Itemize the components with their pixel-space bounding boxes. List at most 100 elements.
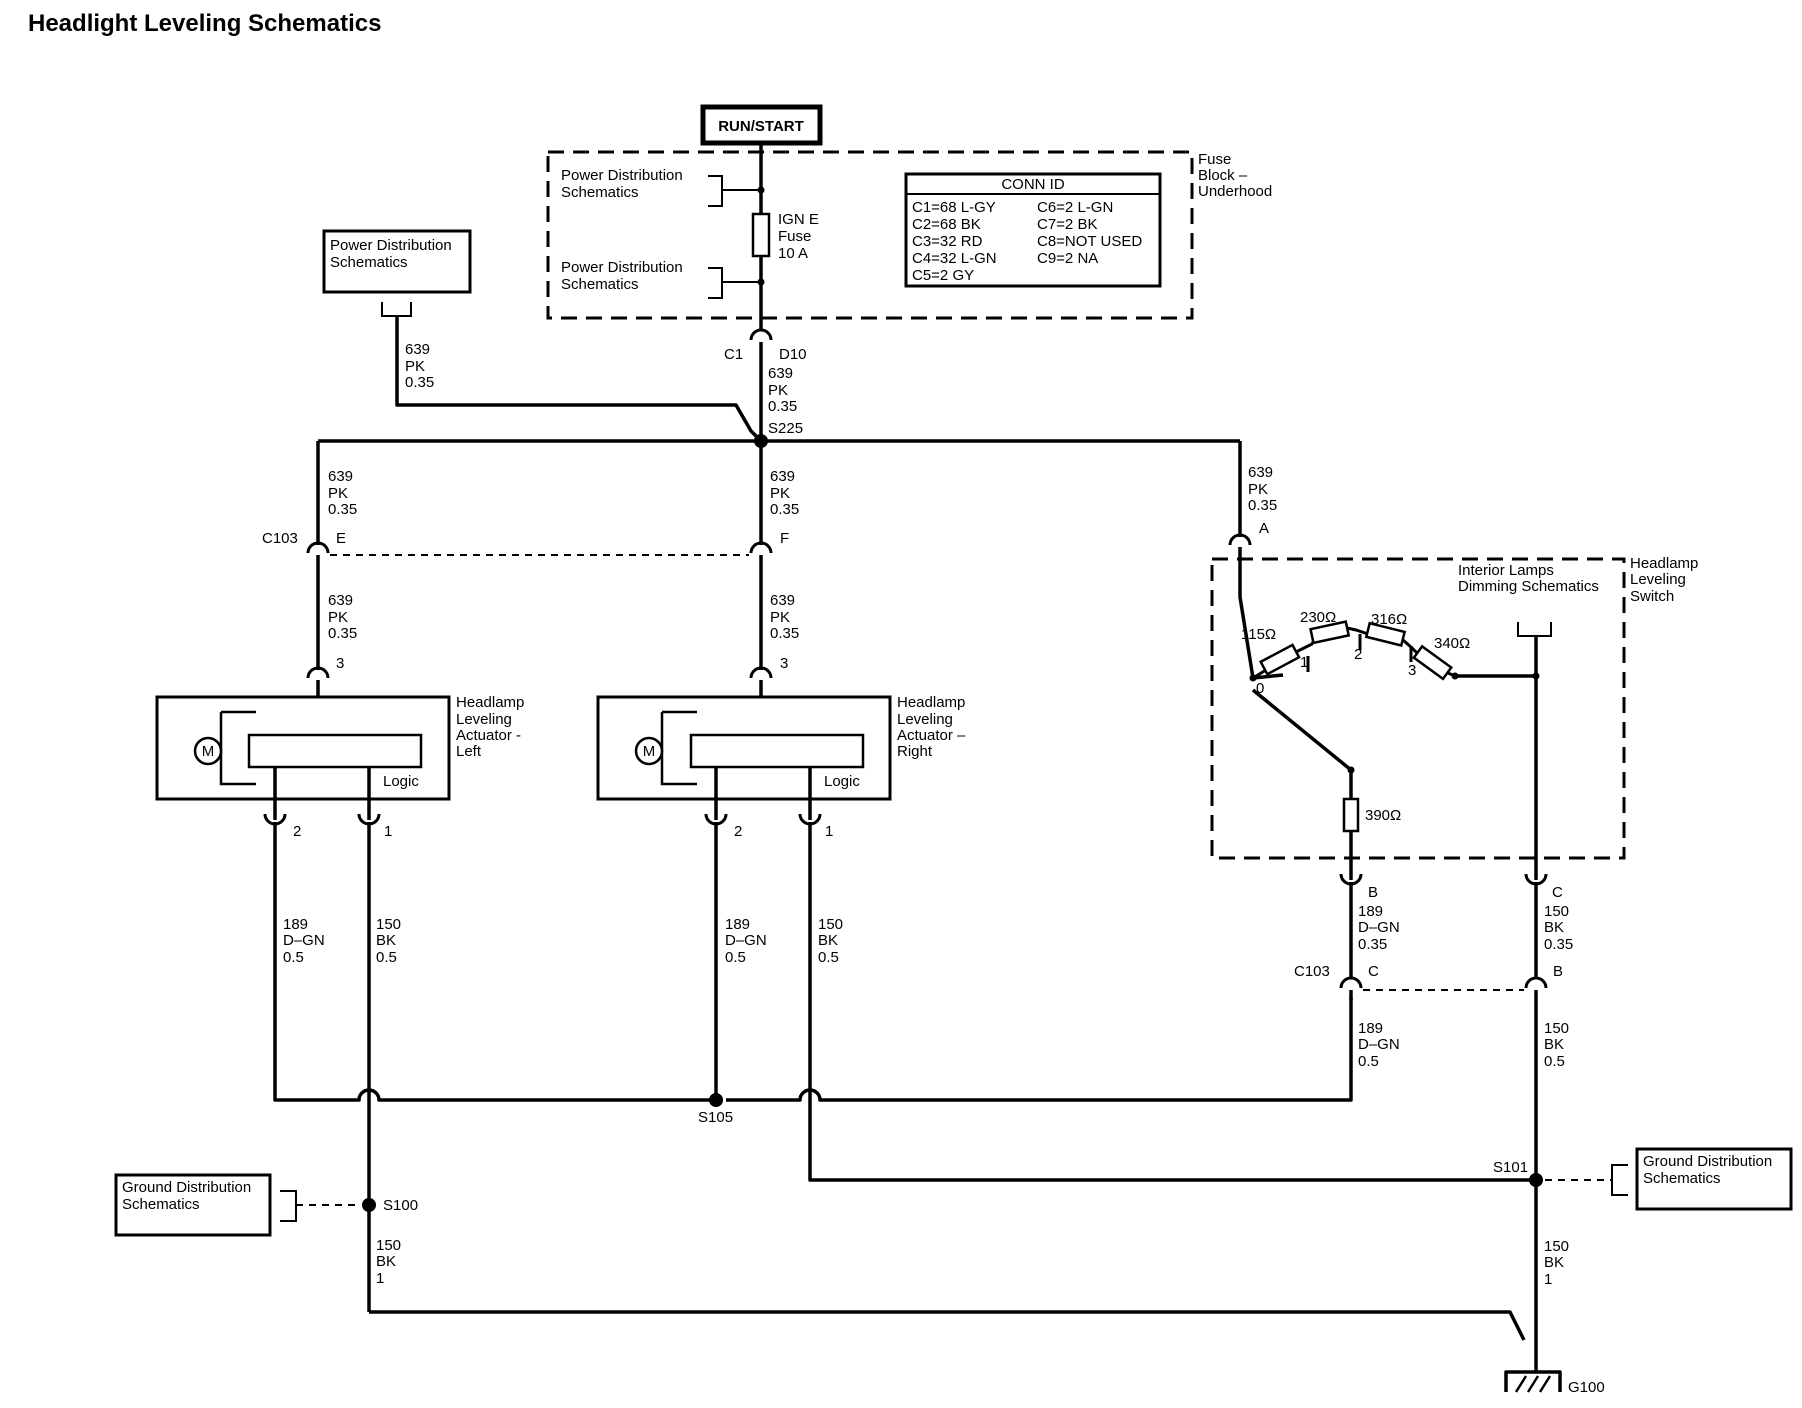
fuse-label-line-2: Fuse (778, 228, 811, 245)
splice-s105-label: S105 (698, 1109, 733, 1126)
wire-150-label: 150 BK 0.5 (1544, 1020, 1569, 1070)
wire-639-label: 639 PK 0.35 (328, 592, 357, 642)
resistor-316 (1364, 621, 1407, 648)
node-dot (757, 186, 765, 194)
wire-circuit: 150 (376, 916, 401, 933)
wire-150-label: 150 BK 0.5 (376, 916, 401, 966)
wire-150 (808, 822, 1536, 1182)
actuator-left: M Logic (155, 695, 451, 820)
wire-circuit: 150 (1544, 903, 1569, 920)
pin-1-label: 1 (384, 823, 392, 840)
wire-circuit: 150 (818, 916, 843, 933)
wire-150-label: 150 BK 1 (376, 1237, 401, 1287)
pin-3-label: 3 (336, 655, 344, 672)
motor-icon (634, 736, 664, 766)
wire-gauge: 0.5 (376, 949, 397, 966)
actuator-right-line: Leveling (897, 711, 953, 728)
splice-s101-label: S101 (1493, 1159, 1528, 1176)
interior-lamps-bracket (1517, 622, 1552, 637)
wire-color: PK (405, 358, 425, 375)
pin-3-label: 3 (780, 655, 788, 672)
pds-ref-left-line-2: Schematics (330, 254, 408, 271)
conn-id-entry: C2=68 BK (912, 216, 981, 233)
switch-wire (1238, 547, 1284, 680)
conn-id-entry: C5=2 GY (912, 267, 974, 284)
gds-ref-left: Ground Distribution Schematics (114, 1173, 297, 1237)
pds-ref-top-line-1: Power Distribution (561, 167, 683, 184)
wire-circuit: 189 (1358, 1020, 1383, 1037)
wire-circuit: 639 (1248, 464, 1273, 481)
wire-gauge: 0.35 (768, 398, 797, 415)
interior-lamps-line: Interior Lamps (1458, 562, 1554, 579)
wire-639-label: 639 PK 0.35 (768, 365, 797, 415)
wire-639-label: 639 PK 0.35 (1248, 464, 1277, 514)
conn-id-entry: C1=68 L-GY (912, 199, 996, 216)
logic-label: Logic (383, 773, 419, 790)
conn-id-entry: C3=32 RD (912, 233, 983, 250)
pin-c-label: C (1552, 884, 1563, 901)
logic-module (689, 733, 865, 769)
node-dot (1249, 674, 1257, 682)
wire-color: BK (818, 932, 838, 949)
wire-gauge: 0.5 (283, 949, 304, 966)
pin-e-label: E (336, 530, 346, 547)
wire-color: PK (328, 485, 348, 502)
wire-gauge: 0.5 (1544, 1053, 1565, 1070)
connector-c103-e (306, 541, 330, 555)
wire-color: D–GN (283, 932, 325, 949)
connector-pin-3 (749, 666, 773, 680)
switch-label: Headlamp Leveling Switch (1630, 555, 1698, 605)
wire-gauge: 1 (376, 1270, 384, 1287)
actuator-left-line: Actuator - (456, 727, 521, 744)
node-dot (1347, 766, 1355, 774)
conn-id-entry: C4=32 L-GN (912, 250, 997, 267)
wire-gauge: 0.5 (725, 949, 746, 966)
wire-color: PK (770, 485, 790, 502)
wire-gauge: 1 (1544, 1271, 1552, 1288)
pds-ref-top: Power Distribution Schematics (561, 167, 761, 207)
wire-circuit: 639 (770, 468, 795, 485)
pds-ref-left: Power Distribution Schematics (322, 229, 472, 317)
pds-ref-top-line-2: Schematics (561, 184, 639, 201)
fuse-block-label: Fuse Block – Underhood (1198, 151, 1272, 200)
fuse-block-line-3: Underhood (1198, 183, 1272, 200)
wire-circuit: 639 (328, 468, 353, 485)
switch-outline (1210, 557, 1626, 860)
switch-label-line: Headlamp (1630, 555, 1698, 572)
wire-639 (395, 316, 763, 443)
logic-module (247, 733, 423, 769)
node-dot (757, 278, 765, 286)
fuse-block-line-1: Fuse (1198, 151, 1231, 168)
interior-lamps-ref: Interior Lamps Dimming Schematics (1458, 562, 1599, 637)
wire-639-label: 639 PK 0.35 (328, 468, 357, 518)
gds-ref-right-line-1: Ground Distribution (1643, 1153, 1772, 1170)
wire-color: D–GN (1358, 919, 1400, 936)
wire-gauge: 0.5 (1358, 1053, 1379, 1070)
wire-150-label: 150 BK 1 (1544, 1238, 1569, 1288)
wire-circuit: 189 (283, 916, 308, 933)
switch-pos-0: 0 (1256, 680, 1264, 697)
pds-ref-left-bracket (381, 302, 412, 317)
pds-ref-mid: Power Distribution Schematics (561, 259, 761, 299)
wire-gauge: 0.35 (328, 501, 357, 518)
ground-icon (1504, 1370, 1562, 1393)
gds-ref-right: Ground Distribution Schematics (1611, 1147, 1793, 1211)
fuse-label-line-1: IGN E (778, 211, 819, 228)
pds-ref-mid-line-2: Schematics (561, 276, 639, 293)
pds-ref-mid-bracket (708, 267, 761, 299)
wire-189-label: 189 D–GN 0.5 (1358, 1020, 1400, 1070)
wire-189-label: 189 D–GN 0.35 (1358, 903, 1400, 953)
pds-ref-top-bracket (708, 175, 761, 207)
actuator-left-line: Leveling (456, 711, 512, 728)
pin-b-label: B (1368, 884, 1378, 901)
wire-circuit: 150 (376, 1237, 401, 1254)
wire-circuit: 150 (1544, 1020, 1569, 1037)
switch-wiper (1251, 688, 1353, 799)
wire-color: BK (1544, 1254, 1564, 1271)
switch-pos-1: 1 (1300, 654, 1308, 671)
logic-label: Logic (824, 773, 860, 790)
gds-ref-right-line-2: Schematics (1643, 1170, 1721, 1187)
conn-id-entry: C6=2 L-GN (1037, 199, 1113, 216)
actuator-left-line: Headlamp (456, 694, 524, 711)
